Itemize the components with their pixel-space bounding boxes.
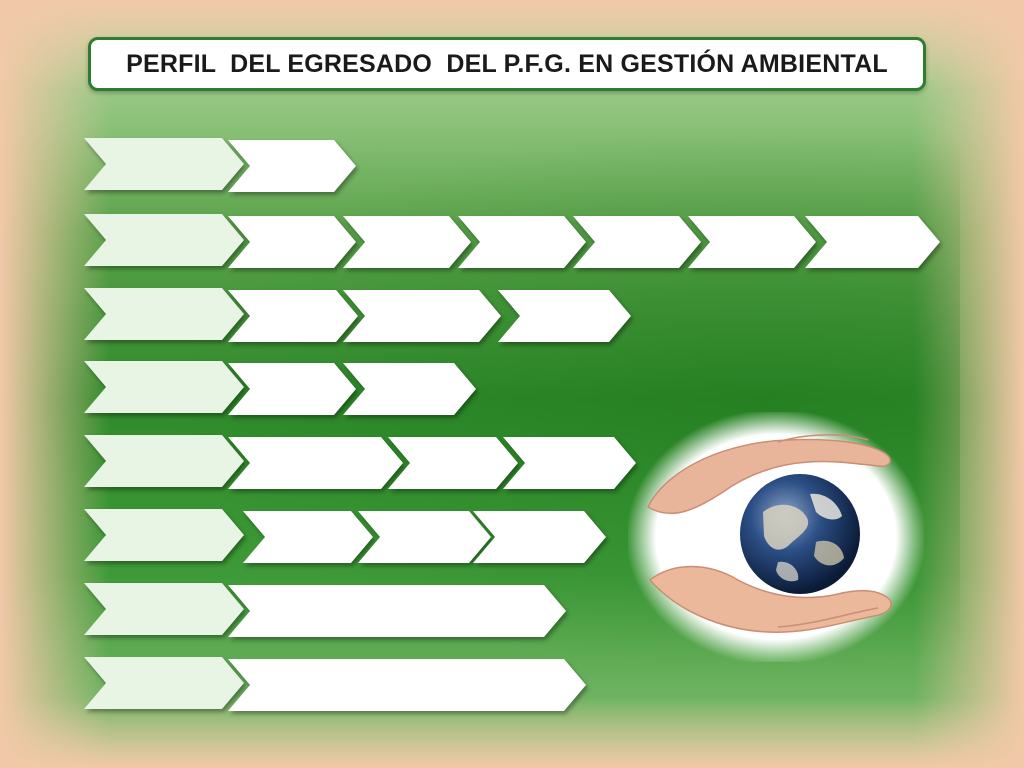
undefined-fill (231, 662, 583, 708)
undefined (473, 511, 606, 563)
undefined (343, 290, 501, 342)
undefined-fill (87, 217, 241, 263)
undefined-border (84, 288, 244, 340)
undefined-fill (87, 660, 241, 706)
undefined (388, 437, 518, 489)
undefined-fill (231, 143, 353, 189)
undefined-border (358, 511, 491, 563)
undefined-border (84, 214, 244, 266)
undefined (688, 216, 816, 268)
undefined-fill (346, 219, 468, 265)
undefined (228, 437, 403, 489)
undefined-border (228, 437, 403, 489)
undefined-border (84, 361, 244, 413)
undefined-border (84, 657, 244, 709)
undefined-fill (691, 219, 813, 265)
undefined (84, 288, 244, 340)
undefined (498, 290, 631, 342)
undefined-fill (87, 512, 241, 558)
undefined (805, 216, 940, 268)
page-title: PERFIL DEL EGRESADO DEL P.F.G. EN GESTIÓ… (126, 49, 888, 78)
undefined (458, 216, 586, 268)
undefined (84, 138, 244, 190)
undefined-border (84, 435, 244, 487)
undefined (358, 511, 491, 563)
undefined (503, 437, 636, 489)
undefined (228, 659, 586, 711)
undefined (84, 361, 244, 413)
undefined-border (84, 509, 244, 561)
undefined (228, 585, 566, 637)
title-box: PERFIL DEL EGRESADO DEL P.F.G. EN GESTIÓ… (88, 37, 926, 91)
undefined-border (228, 659, 586, 711)
undefined (573, 216, 701, 268)
undefined-fill (391, 440, 515, 486)
undefined-fill (231, 219, 353, 265)
undefined-fill (231, 440, 400, 486)
undefined-fill (87, 291, 241, 337)
undefined (228, 216, 356, 268)
undefined-fill (461, 219, 583, 265)
undefined-border (84, 138, 244, 190)
undefined-fill (87, 364, 241, 410)
undefined-border (84, 583, 244, 635)
undefined (343, 216, 471, 268)
undefined (84, 214, 244, 266)
undefined (228, 140, 356, 192)
undefined-fill (231, 366, 353, 412)
undefined (343, 363, 476, 415)
undefined-border (503, 437, 636, 489)
undefined-border (228, 585, 566, 637)
undefined-fill (87, 438, 241, 484)
undefined-border (498, 290, 631, 342)
undefined (84, 657, 244, 709)
undefined-fill (231, 588, 563, 634)
undefined (84, 583, 244, 635)
undefined-fill (246, 514, 370, 560)
undefined-fill (87, 586, 241, 632)
undefined-fill (87, 141, 241, 187)
hands-holding-earth-icon (628, 412, 924, 662)
undefined-border (805, 216, 940, 268)
undefined (228, 363, 356, 415)
undefined-border (473, 511, 606, 563)
undefined (84, 435, 244, 487)
undefined-border (343, 363, 476, 415)
undefined (243, 511, 373, 563)
undefined (84, 509, 244, 561)
undefined (228, 290, 358, 342)
undefined-fill (231, 293, 355, 339)
undefined-border (343, 290, 501, 342)
undefined-fill (576, 219, 698, 265)
undefined-fill (346, 293, 498, 339)
